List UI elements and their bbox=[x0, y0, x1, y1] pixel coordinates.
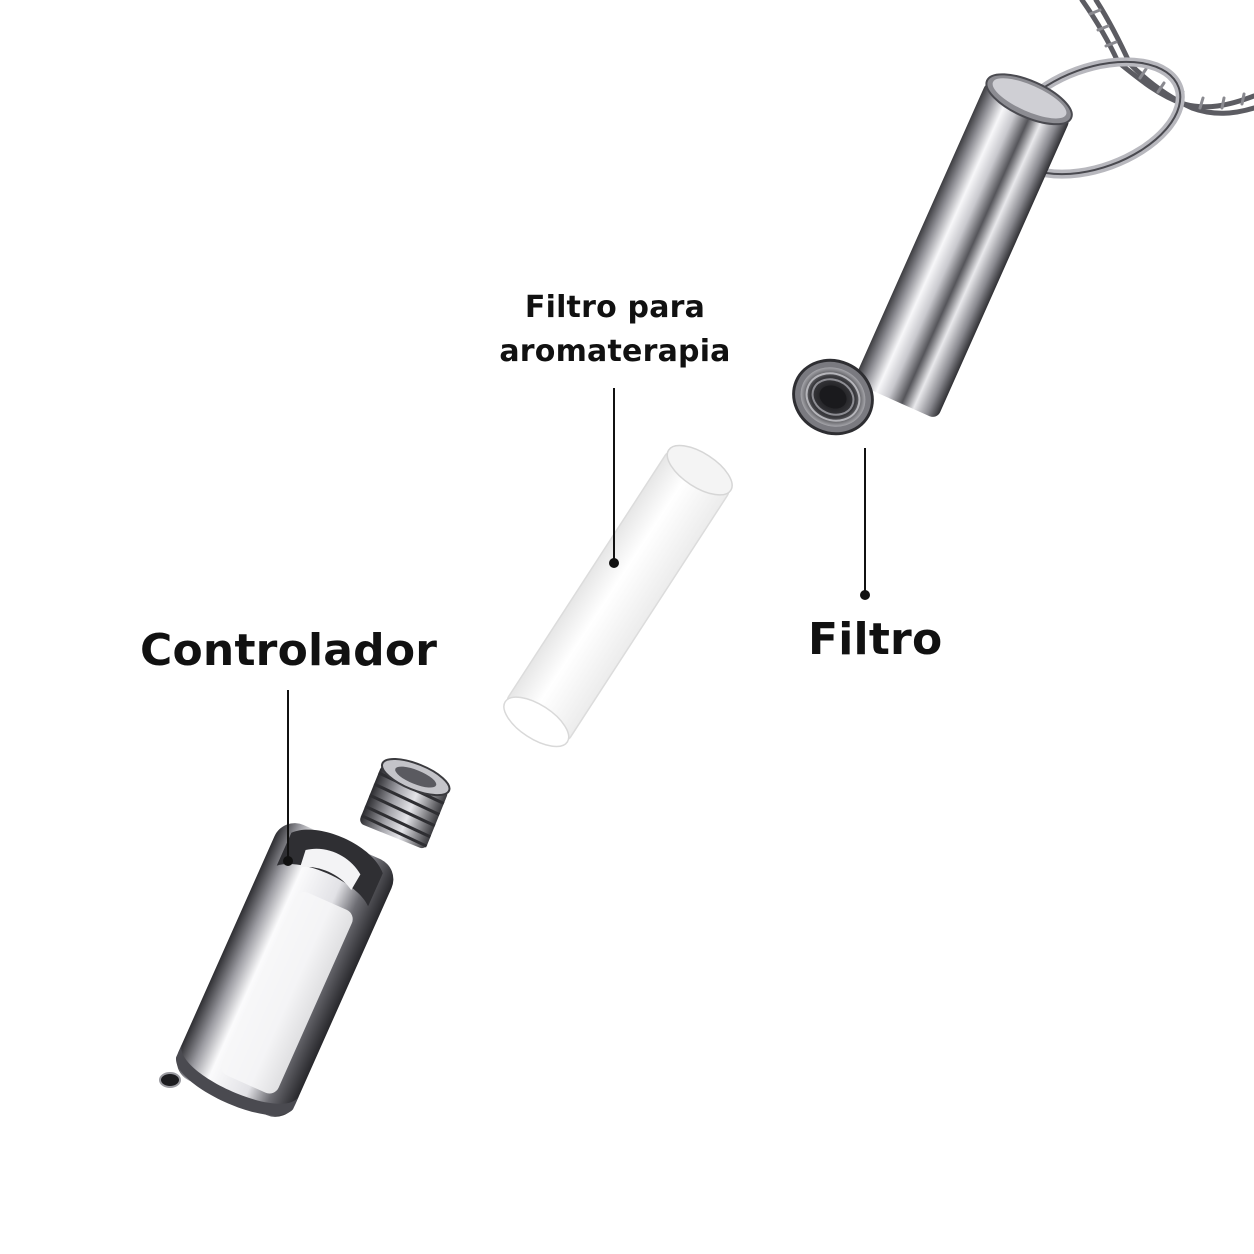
filter-label: Filtro bbox=[808, 614, 943, 665]
vent-hole-icon bbox=[159, 1072, 181, 1088]
filter-tube-icon bbox=[792, 57, 1185, 436]
leader-filter bbox=[860, 448, 870, 600]
aroma-filter-label-line1: Filtro para bbox=[524, 290, 706, 325]
leader-controller bbox=[283, 690, 293, 866]
aroma-filter-label-line2: aromaterapia bbox=[499, 334, 731, 369]
aroma-filter-label: Filtro para aromaterapia bbox=[470, 286, 760, 374]
chain-icon bbox=[1079, 0, 1254, 116]
controller-cap-icon bbox=[159, 757, 451, 1117]
controller-label: Controlador bbox=[140, 625, 438, 676]
leader-aroma-filter bbox=[609, 388, 619, 568]
felt-stick-icon bbox=[503, 444, 733, 748]
